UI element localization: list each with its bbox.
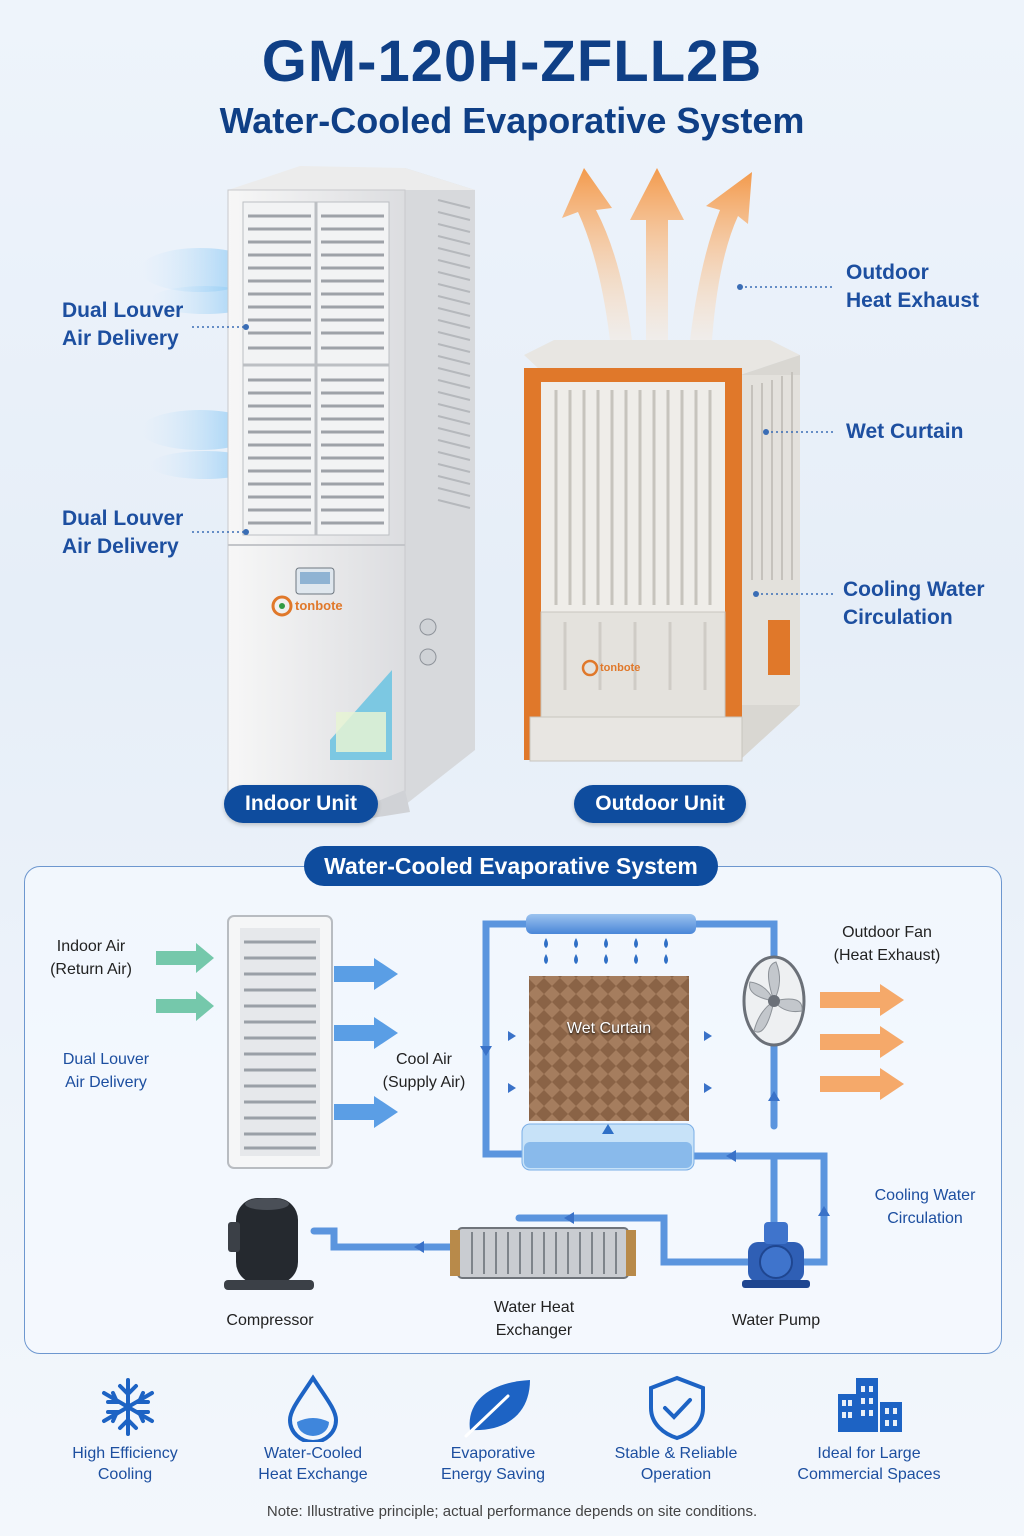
footnote: Note: Illustrative principle; actual per… [266,1503,758,1520]
water-drop-icon [287,1374,339,1442]
supply-air-arrows [334,958,398,1128]
shield-check-icon [649,1375,705,1441]
compressor-icon [224,1198,314,1290]
label-indoor-air: Indoor Air(Return Air) [50,938,132,978]
fan-exhaust-arrows [820,984,904,1100]
diagram-title: Water-Cooled Evaporative System [304,846,718,886]
wet-curtain-pad [529,976,689,1121]
heat-exchanger-icon [450,1227,636,1279]
callout-connectors [192,286,834,595]
water-pump-icon [742,1222,810,1288]
heat-exhaust-arrows [562,168,752,340]
label-wet-curtain: Wet Curtain [566,1020,652,1037]
label-compressor: Compressor [226,1312,314,1329]
callout-wet-curtain: Wet Curtain [846,420,964,443]
building-icon [838,1378,902,1432]
water-basin [521,1123,695,1171]
label-cool-air: Cool Air(Supply Air) [382,1051,466,1091]
system-flow-diagram [156,914,904,1290]
feature-icons [102,1374,902,1442]
water-spray-bar [526,914,696,964]
outdoor-unit-label: Outdoor Unit [574,785,746,823]
snowflake-icon [102,1378,154,1436]
outdoor-brand-text: tonbote [600,662,641,674]
water-pipe-loop [310,920,828,1266]
outdoor-fan-icon [742,955,806,1047]
page-subtitle: Water-Cooled Evaporative System [219,100,805,141]
model-title: GM-120H-ZFLL2B [261,29,763,94]
louver-grille [227,915,333,1169]
leaf-icon [464,1380,530,1438]
brand-logo [271,595,293,617]
indoor-brand-text: tonbote [295,598,343,613]
label-outdoor-fan: Outdoor Fan(Heat Exhaust) [833,924,941,964]
outdoor-unit-illustration [524,340,800,762]
indoor-unit-label: Indoor Unit [224,785,378,823]
label-water-pump: Water Pump [731,1312,821,1329]
return-air-arrows [156,943,214,1021]
product-illustration [140,166,834,818]
indoor-unit-illustration [227,166,475,818]
